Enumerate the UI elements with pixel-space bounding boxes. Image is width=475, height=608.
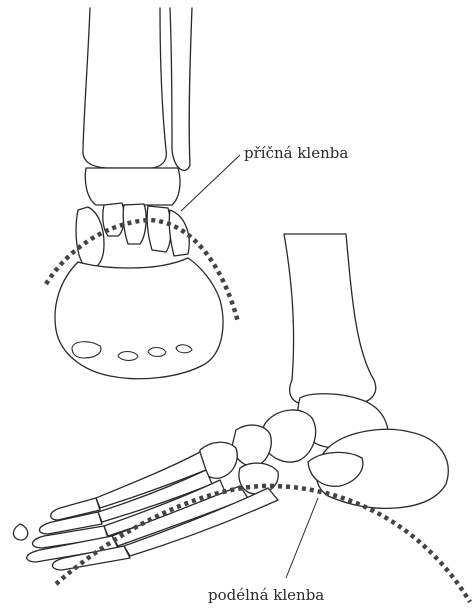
talus-bone [85,168,180,205]
transverse-arch-label: příčná klenba [244,144,348,162]
tarsal-bone-4 [147,206,171,252]
tibia-bone [83,8,166,168]
distal-toe-tips [13,524,27,540]
tarsal-bone-1 [76,207,104,269]
forefoot-outline [55,258,223,379]
longitudinal-arch-label: podélná klenba [208,586,324,604]
cuneiform-bone-1 [232,425,271,466]
foot-front-view [46,8,240,379]
fibula-bone [170,8,192,170]
longitudinal-arch-leader [286,498,318,578]
side-tibia-bone [284,234,376,404]
tarsal-bone-5 [169,210,189,256]
tarsal-bone-3 [123,204,146,244]
cuneiform-bone-3 [239,463,278,494]
